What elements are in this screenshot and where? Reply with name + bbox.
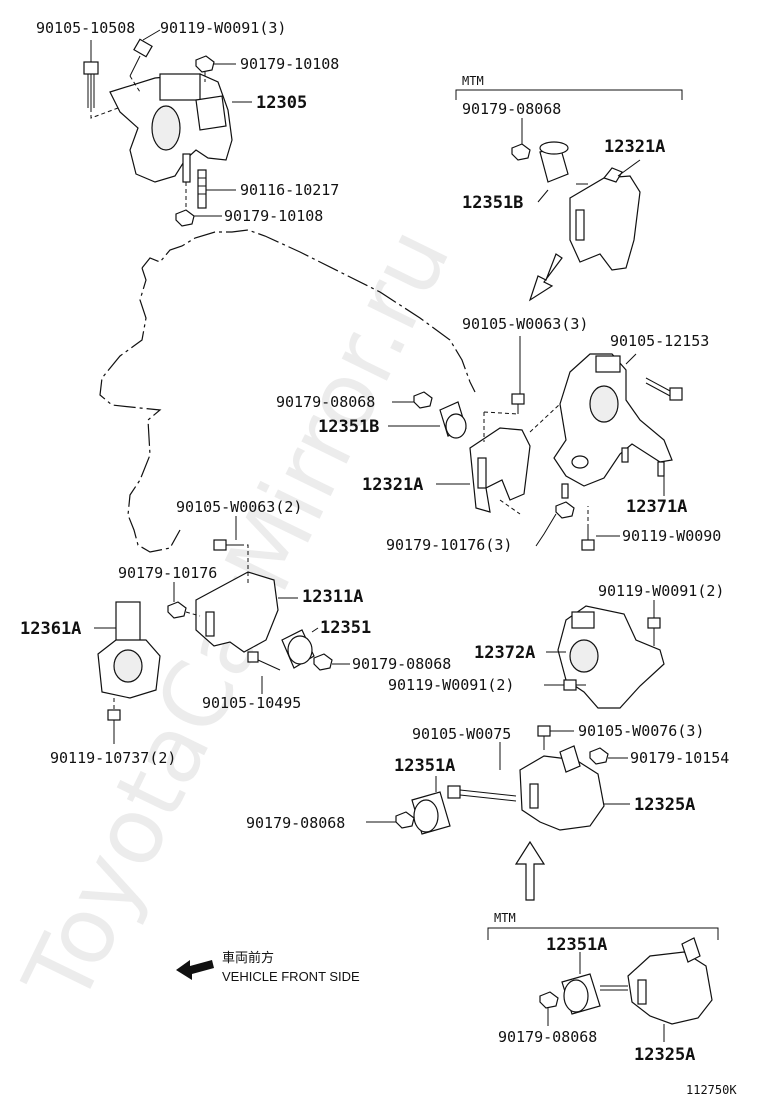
label-90105-12153: 90105-12153 [610, 332, 709, 350]
label-90179-10108-b: 90179-10108 [224, 207, 323, 225]
vehicle-front-indicator [176, 960, 214, 980]
bolt-90105-10508 [83, 61, 99, 108]
label-12321A-top: 12321A [604, 137, 665, 157]
stud-12371A-bottom [561, 447, 665, 499]
mount-12371A [553, 353, 673, 487]
label-90179-10176: 90179-10176 [118, 564, 217, 582]
arrow-indicator-top [528, 253, 563, 302]
mount-12371A-group [553, 353, 683, 551]
bolt-90105-W0063-3 [511, 393, 525, 414]
mount-12361A-group [94, 601, 161, 744]
bolt-90119-W0090 [581, 528, 595, 551]
bushing-12351B-top [539, 141, 569, 183]
label-12325A-mid: 12325A [634, 795, 695, 815]
mount-12305-side-ear [195, 95, 227, 131]
label-90179-10154: 90179-10154 [630, 749, 729, 767]
bolt-90105-W0075 [447, 785, 517, 802]
bracket-12325A-mid [519, 745, 605, 831]
bracket-12321A-mid [469, 427, 531, 513]
bracket-12321A-top [569, 167, 641, 271]
label-12325A-bottom: 12325A [634, 1045, 695, 1065]
bushing-12351A-bottom [561, 973, 601, 1015]
label-90105-10508: 90105-10508 [36, 19, 135, 37]
label-90119-W0091-3: 90119-W0091(3) [160, 19, 286, 37]
arrow-indicator-bottom [514, 840, 546, 901]
nut-90179-10108-top [195, 55, 215, 73]
nut-90179-10154 [589, 747, 609, 765]
vehicle-front-arrow-icon [176, 960, 214, 980]
nut-90179-08068-low [395, 811, 415, 829]
bushing-12351A-mid [411, 791, 451, 835]
bracket-12325A-mid-group [366, 725, 630, 901]
mount-12305-group [83, 29, 252, 227]
label-90179-08068-low: 90179-08068 [246, 814, 345, 832]
bushing-12351 [281, 629, 315, 669]
bolt-90105-W0076-3 [537, 725, 551, 750]
bracket-12311A [195, 571, 279, 653]
label-90119-W0090: 90119-W0090 [622, 527, 721, 545]
label-12361A: 12361A [20, 619, 81, 639]
label-12351A-bottom: 12351A [546, 935, 607, 955]
label-90179-10108-a: 90179-10108 [240, 55, 339, 73]
bracket-12325A-bottom [627, 937, 713, 1025]
label-90119-W0091-2a: 90119-W0091(2) [598, 582, 724, 600]
diagram-id: 112750K [686, 1083, 737, 1097]
label-90179-10176-3: 90179-10176(3) [386, 536, 512, 554]
label-90179-08068-bottom: 90179-08068 [498, 1028, 597, 1046]
nut-90179-08068-left [313, 653, 333, 671]
label-90105-W0063-3: 90105-W0063(3) [462, 315, 588, 333]
mtm-bottom-group [487, 927, 719, 1042]
bolt-90105-W0063-2 [213, 539, 240, 551]
mount-12372A [557, 605, 665, 709]
mount-12305-bushing [151, 105, 181, 151]
bolt-90119-10737-2 [107, 709, 121, 734]
label-90179-08068-top: 90179-08068 [462, 100, 561, 118]
label-12351B-top: 12351B [462, 193, 523, 213]
label-12311A: 12311A [302, 587, 363, 607]
label-12321A-mid: 12321A [362, 475, 423, 495]
bolt-90105-10495 [247, 651, 281, 671]
label-90119-10737-2: 90119-10737(2) [50, 749, 176, 767]
label-90105-W0076-3: 90105-W0076(3) [578, 722, 704, 740]
label-12351: 12351 [320, 618, 371, 638]
nut-90179-08068-mtm-top [511, 143, 531, 161]
label-mtm-bottom: MTM [494, 911, 516, 925]
mount-12361A [97, 601, 161, 699]
label-90105-W0063-2: 90105-W0063(2) [176, 498, 302, 516]
mount-12305-top-block [159, 73, 201, 101]
nut-90179-10176-3 [555, 501, 575, 519]
nut-90179-08068-mid [413, 391, 433, 409]
mtm-top-group [455, 89, 683, 302]
bracket-12311A-group [167, 516, 350, 694]
label-90179-08068-left: 90179-08068 [352, 655, 451, 673]
nut-90179-08068-bottom [539, 991, 559, 1009]
stud-90116-10217 [197, 169, 207, 209]
label-12351B-mid: 12351B [318, 417, 379, 437]
bolt-90119-W0091-top [129, 38, 153, 77]
bracket-12321A-mid-group [388, 336, 575, 547]
label-90179-08068-mid: 90179-08068 [276, 393, 375, 411]
bolt-90119-W0091-2-upper [647, 617, 661, 646]
label-mtm-top: MTM [462, 74, 484, 88]
label-90105-10495: 90105-10495 [202, 694, 301, 712]
label-12371A: 12371A [626, 497, 687, 517]
engine-outline [99, 229, 476, 553]
nut-90179-10176 [167, 601, 187, 619]
bushing-12351B-mid [439, 401, 467, 439]
mount-12372A-group [544, 600, 665, 709]
label-12351A-mid: 12351A [394, 756, 455, 776]
stud-mount-12305-lower [182, 153, 191, 183]
label-90119-W0091-2b: 90119-W0091(2) [388, 676, 514, 694]
label-vehicle-front-jp: 車両前方 [222, 950, 274, 966]
nut-90179-10108-bottom [175, 209, 195, 227]
bolt-90105-12153 [645, 377, 683, 401]
label-12305: 12305 [256, 93, 307, 113]
label-12372A: 12372A [474, 643, 535, 663]
label-vehicle-front-en: VEHICLE FRONT SIDE [222, 969, 360, 984]
label-90105-W0075: 90105-W0075 [412, 725, 511, 743]
label-90116-10217: 90116-10217 [240, 181, 339, 199]
